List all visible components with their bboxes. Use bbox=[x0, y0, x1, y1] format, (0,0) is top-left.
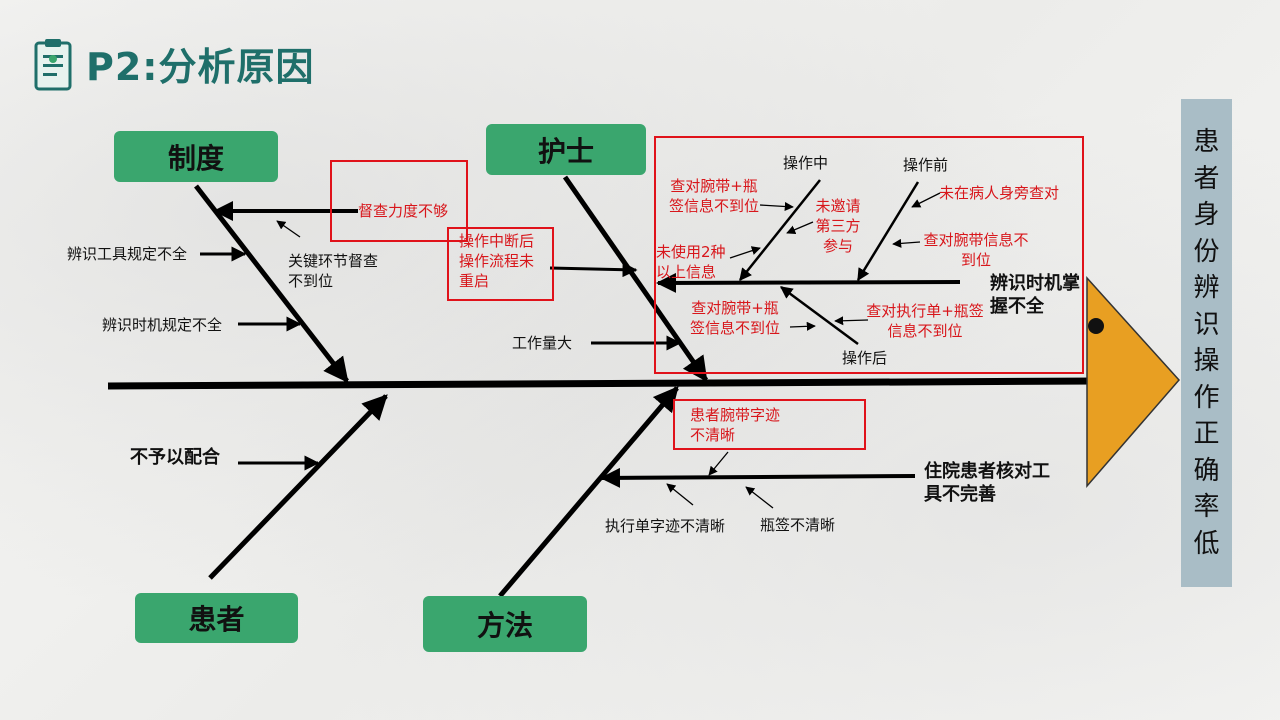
arrow-before bbox=[856, 181, 920, 282]
highlight-supervision bbox=[330, 160, 468, 242]
cause-order-text: 执行单字迹不清晰 bbox=[605, 517, 726, 535]
slide-header: P2:分析原因 bbox=[34, 36, 315, 91]
arrow-wristband-check bbox=[892, 238, 921, 248]
category-method: 方法 bbox=[423, 596, 587, 652]
cause-wristband-text: 患者腕带字迹不清晰 bbox=[690, 406, 781, 444]
arrow-during bbox=[739, 179, 821, 281]
category-system: 制度 bbox=[114, 131, 278, 182]
cause-uncooperative: 不予以配合 bbox=[130, 447, 220, 468]
cause-label-text: 瓶签不清晰 bbox=[760, 516, 836, 534]
effect-char: 识 bbox=[1193, 309, 1220, 340]
arrow-after bbox=[779, 285, 859, 346]
cause-two-info: 未使用2种以上信息 bbox=[656, 243, 726, 281]
cause-tools: 住院患者核对工具不完善 bbox=[924, 461, 1050, 505]
arrow-tools bbox=[600, 467, 916, 488]
arrow-during-check bbox=[759, 201, 794, 212]
fish-eye bbox=[1088, 318, 1104, 334]
clipboard-icon bbox=[34, 38, 72, 90]
highlight-wristband-text bbox=[673, 399, 866, 450]
effect-char: 辨 bbox=[1193, 273, 1220, 303]
effect-char: 低 bbox=[1193, 528, 1220, 559]
phase-before: 操作前 bbox=[903, 156, 949, 174]
arrow-key-link bbox=[276, 220, 301, 238]
cause-interrupted: 操作中断后操作流程未重启 bbox=[459, 232, 535, 290]
effect-box: 患者身份辨识操作正确率低 bbox=[1181, 99, 1232, 587]
bone-nurse bbox=[562, 175, 709, 383]
cause-no-third-party: 未邀请第三方参与 bbox=[815, 197, 861, 255]
effect-char: 操 bbox=[1193, 346, 1220, 376]
arrow-wristband-text bbox=[708, 451, 729, 476]
cause-tool-rule: 辨识工具规定不全 bbox=[67, 245, 188, 263]
cause-supervision: 督查力度不够 bbox=[358, 202, 449, 220]
effect-char: 率 bbox=[1193, 492, 1220, 522]
bone-patient bbox=[208, 394, 388, 580]
effect-char: 者 bbox=[1193, 163, 1220, 194]
timing-sub-spine bbox=[656, 272, 961, 293]
bone-method bbox=[498, 386, 679, 598]
highlight-timing bbox=[654, 136, 1084, 374]
arrow-no-third bbox=[786, 221, 814, 234]
arrow-not-bedside bbox=[911, 192, 941, 208]
category-patient: 患者 bbox=[135, 593, 298, 643]
arrow-order-check bbox=[834, 316, 869, 326]
cause-not-bedside: 未在病人身旁查对 bbox=[938, 184, 1059, 202]
cause-wristband-check: 查对腕带信息不到位 bbox=[923, 231, 1029, 269]
page-title: P2:分析原因 bbox=[86, 45, 315, 89]
effect-char: 正 bbox=[1193, 419, 1220, 449]
effect-char: 确 bbox=[1193, 455, 1220, 486]
arrow-after-check bbox=[789, 321, 816, 331]
cause-after-check: 查对腕带+瓶签信息不到位 bbox=[690, 299, 781, 337]
highlight-interrupted bbox=[447, 227, 554, 301]
arrow-two-info bbox=[729, 246, 761, 259]
arrow-interrupted bbox=[549, 262, 638, 278]
cause-order-check: 查对执行单+瓶签信息不到位 bbox=[866, 302, 984, 340]
phase-after: 操作后 bbox=[842, 349, 888, 367]
effect-char: 作 bbox=[1193, 382, 1220, 413]
phase-during: 操作中 bbox=[783, 154, 829, 172]
cause-timing: 辨识时机掌握不全 bbox=[990, 273, 1080, 317]
cause-key-link: 关键环节督查不到位 bbox=[288, 252, 379, 290]
effect-char: 身 bbox=[1193, 200, 1220, 230]
arrow-order-text bbox=[666, 483, 694, 506]
cause-workload: 工作量大 bbox=[512, 334, 573, 352]
spine-line bbox=[107, 377, 1101, 390]
effect-char: 患 bbox=[1193, 127, 1220, 157]
effect-char: 份 bbox=[1193, 236, 1220, 267]
fish-head bbox=[1086, 276, 1181, 489]
arrow-label-text bbox=[745, 486, 774, 509]
cause-during-check: 查对腕带+瓶签信息不到位 bbox=[668, 177, 759, 215]
cause-timing-rule: 辨识时机规定不全 bbox=[102, 316, 223, 334]
category-nurse: 护士 bbox=[486, 124, 646, 175]
